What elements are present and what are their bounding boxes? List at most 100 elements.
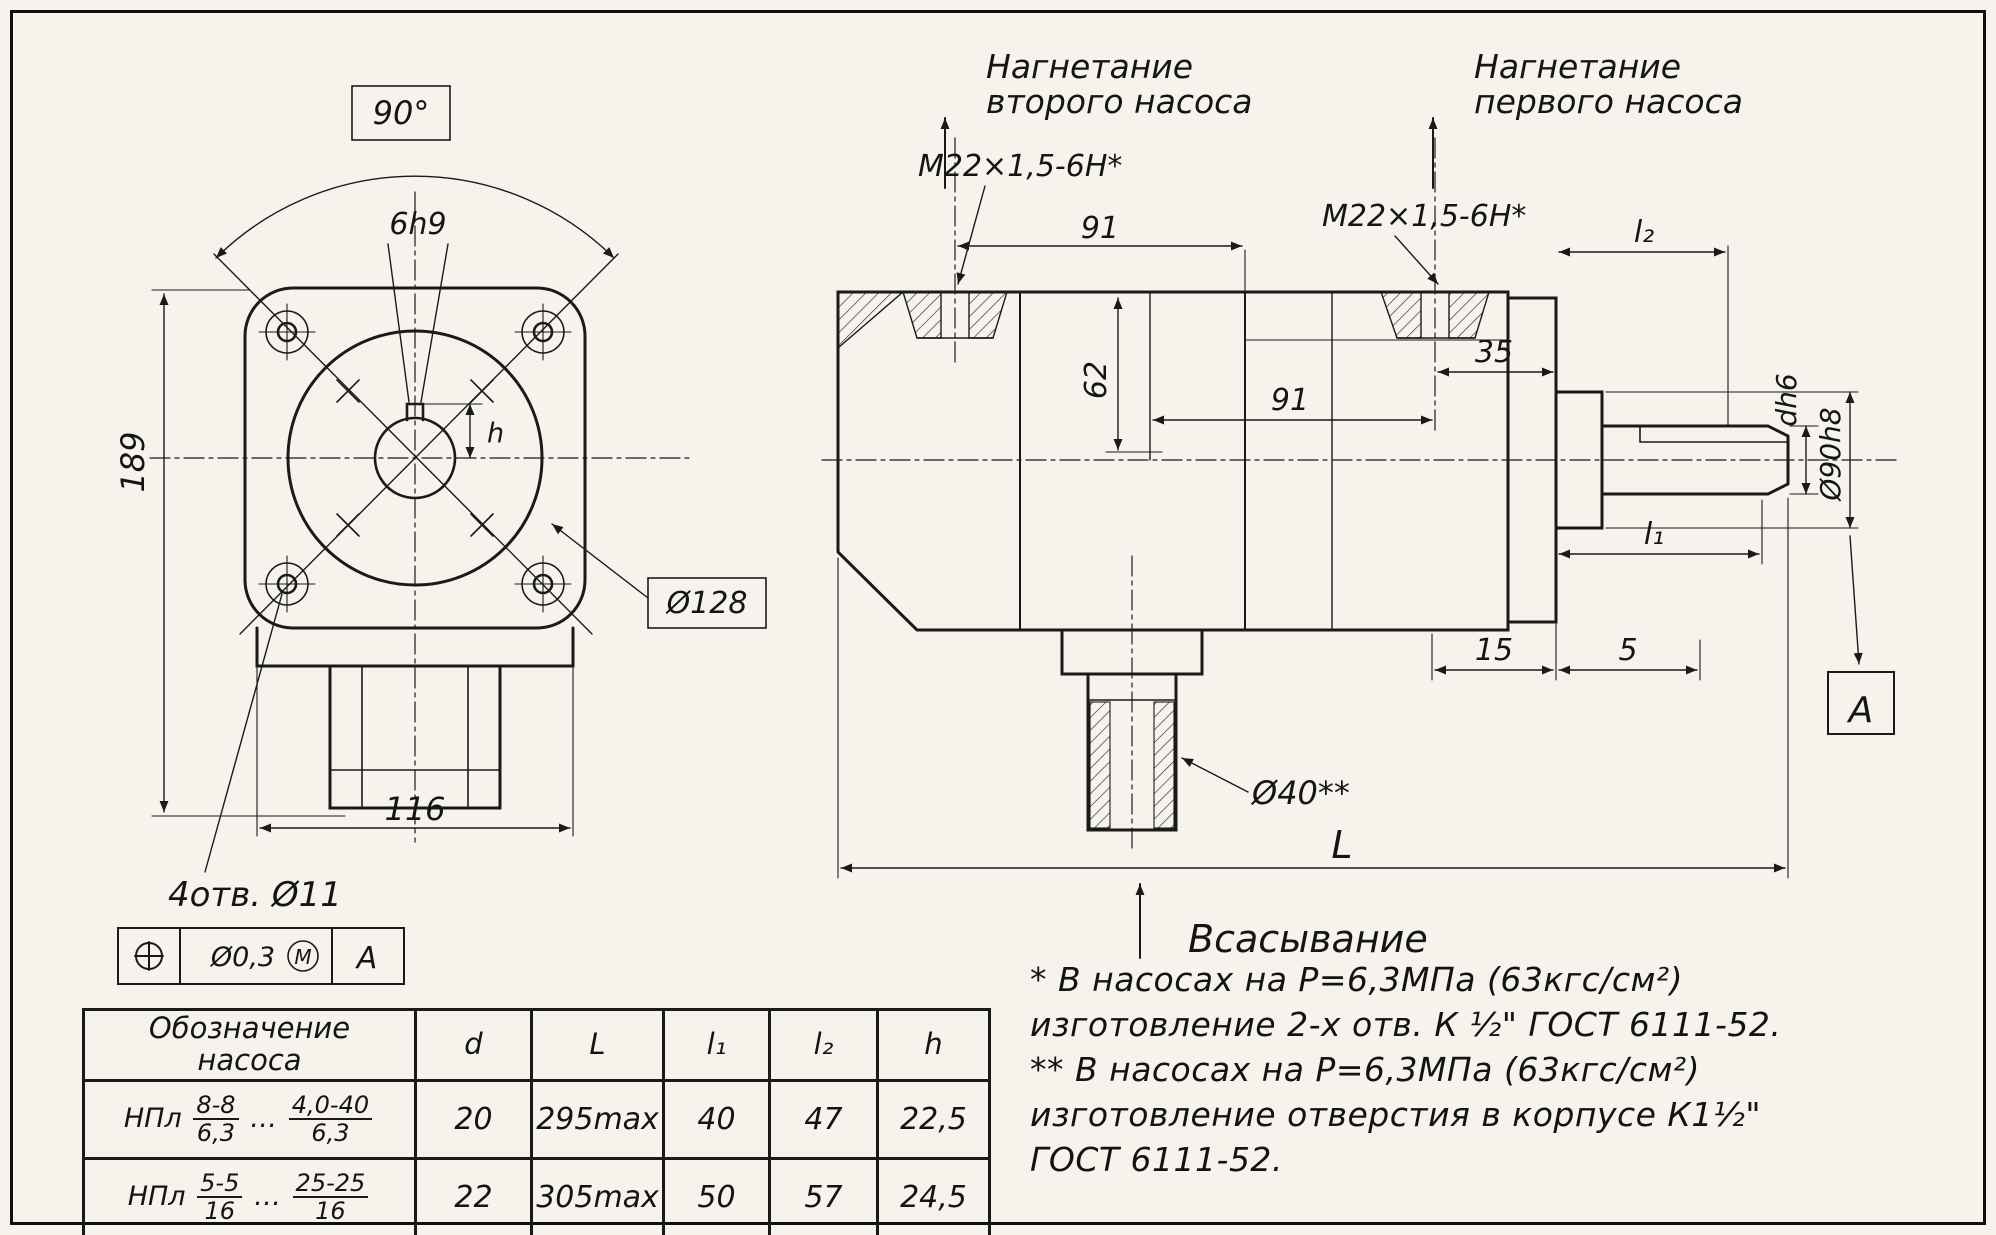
tolerance-modifier-label: М [294, 945, 311, 969]
header-L: L [530, 1008, 665, 1082]
cell-l2: 57 [768, 1156, 879, 1235]
front-dimension-lines [151, 243, 649, 873]
front-view-labels: 90° 6h9 189 h Ø128 116 4отв. Ø11 Ø0,3 М … [114, 94, 747, 976]
note-line-1: * В насосах на Р=6,3МПа (63кгс/см²) [1030, 960, 1683, 999]
front-view: 90° 6h9 189 h Ø128 116 4отв. Ø11 Ø0,3 М … [114, 85, 767, 985]
cell-h: 22,5 [876, 1078, 991, 1160]
tolerance-datum-label: А [355, 941, 378, 976]
thread-dim-label-2: М22×1,5-6Н* [1322, 199, 1526, 234]
designation-dots: … [253, 1180, 281, 1212]
dim-dh6-label: dh6 [1770, 373, 1803, 426]
angle-dim-label: 90° [373, 94, 430, 132]
designation-dots: … [250, 1102, 278, 1134]
note-line-3: ** В насосах на Р=6,3МПа (63кгс/см²) [1030, 1049, 1700, 1089]
cell-l1: 50 [662, 1156, 771, 1235]
dim-d40-label: Ø40** [1250, 774, 1350, 812]
dim-91-top-label: 91 [1081, 211, 1119, 246]
side-body-outline [836, 290, 1510, 632]
angle-label-box [351, 85, 451, 141]
bolt-circle-label-box [647, 577, 767, 629]
header-designation-line1: Обозначение [148, 1011, 351, 1045]
cell-h: 24,5 [876, 1156, 991, 1235]
side-view: Нагнетание второго насоса Нагнетание пер… [821, 47, 1901, 961]
note-line-2: изготовление 2-х отв. К ½" ГОСТ 6111-52. [1030, 1004, 1782, 1044]
front-centerlines [149, 191, 693, 843]
cell-L: 305max [530, 1156, 665, 1235]
front-foot [255, 626, 575, 810]
header-d: d [414, 1008, 533, 1082]
front-flange-outline [243, 286, 587, 630]
cell-d: 22 [414, 1156, 533, 1235]
side-internal-lines [1019, 291, 1509, 631]
bolt-hole [514, 303, 572, 361]
header-h: h [876, 1008, 991, 1082]
header-designation-line2: насоса [197, 1042, 302, 1077]
flow-arrows [940, 117, 1438, 959]
shaft [1600, 424, 1790, 496]
bolt-hole [258, 555, 316, 613]
side-view-labels: Нагнетание второго насоса Нагнетание пер… [918, 47, 1873, 961]
dim-5-label: 5 [1618, 633, 1637, 668]
shaft-h-dim-label: h [487, 418, 504, 449]
note-line-5: ГОСТ 6111-52. [1030, 1139, 1283, 1179]
bolt-circle-dim-label: Ø128 [665, 586, 748, 621]
dim-62-label: 62 [1079, 361, 1114, 399]
side-bottom-port [1060, 628, 1204, 832]
dim-L-label: L [1331, 823, 1352, 867]
discharge-first-label-2: первого насоса [1474, 82, 1743, 121]
position-tolerance-icon [134, 941, 164, 971]
cell-l2: 47 [768, 1078, 879, 1160]
side-centerlines [821, 137, 1901, 853]
dim-l2-label: l₂ [1634, 215, 1654, 250]
cell-l1: 40 [662, 1078, 771, 1160]
discharge-second-label-1: Нагнетание [986, 47, 1193, 86]
section-hatch [837, 291, 905, 350]
width-dim-label: 116 [384, 790, 445, 828]
material-modifier-icon [287, 940, 319, 972]
dim-91-mid-label: 91 [1271, 383, 1309, 418]
side-top-ports [837, 291, 1490, 350]
bolt-hole [258, 303, 316, 361]
dim-l1-label: l₁ [1644, 517, 1664, 552]
front-angle-arc [215, 175, 615, 259]
cell-d: 20 [414, 1078, 533, 1160]
section-label-box [1827, 671, 1895, 735]
dim-d90-label: Ø90h8 [1814, 407, 1847, 501]
designation-prefix: НПл [123, 1102, 182, 1134]
dim-15-label: 15 [1475, 633, 1513, 668]
side-shaft-assembly [1506, 296, 1790, 624]
front-diagonal-lines [213, 253, 619, 635]
spigot-hub [1554, 390, 1604, 530]
cell-L: 295max [530, 1078, 665, 1160]
holes-note-label: 4отв. Ø11 [168, 875, 342, 915]
dim-35-label: 35 [1475, 335, 1513, 370]
header-l1: l₁ [662, 1008, 771, 1082]
front-pilot-circle [286, 329, 544, 587]
front-shaft-bore [373, 402, 457, 500]
tolerance-frame [117, 927, 405, 985]
header-designation: Обозначение насоса [82, 1008, 417, 1082]
designation-prefix: НПл [127, 1180, 186, 1212]
thread-dim-label-1: М22×1,5-6Н* [918, 149, 1122, 184]
shaft-keyway [1639, 425, 1787, 443]
height-dim-label: 189 [114, 431, 152, 492]
tolerance-value-label: Ø0,3 [210, 942, 275, 973]
side-dimension-lines [837, 185, 1863, 879]
discharge-first-label-1: Нагнетание [1474, 47, 1681, 86]
header-l2: l₂ [768, 1008, 879, 1082]
note-line-4: изготовление отверстия в корпусе К1½" [1030, 1094, 1761, 1134]
section-datum-label: А [1847, 690, 1874, 731]
table-header-row: Обозначение насоса d L l₁ l₂ h [82, 1008, 991, 1082]
suction-label: Всасывание [1188, 917, 1428, 961]
